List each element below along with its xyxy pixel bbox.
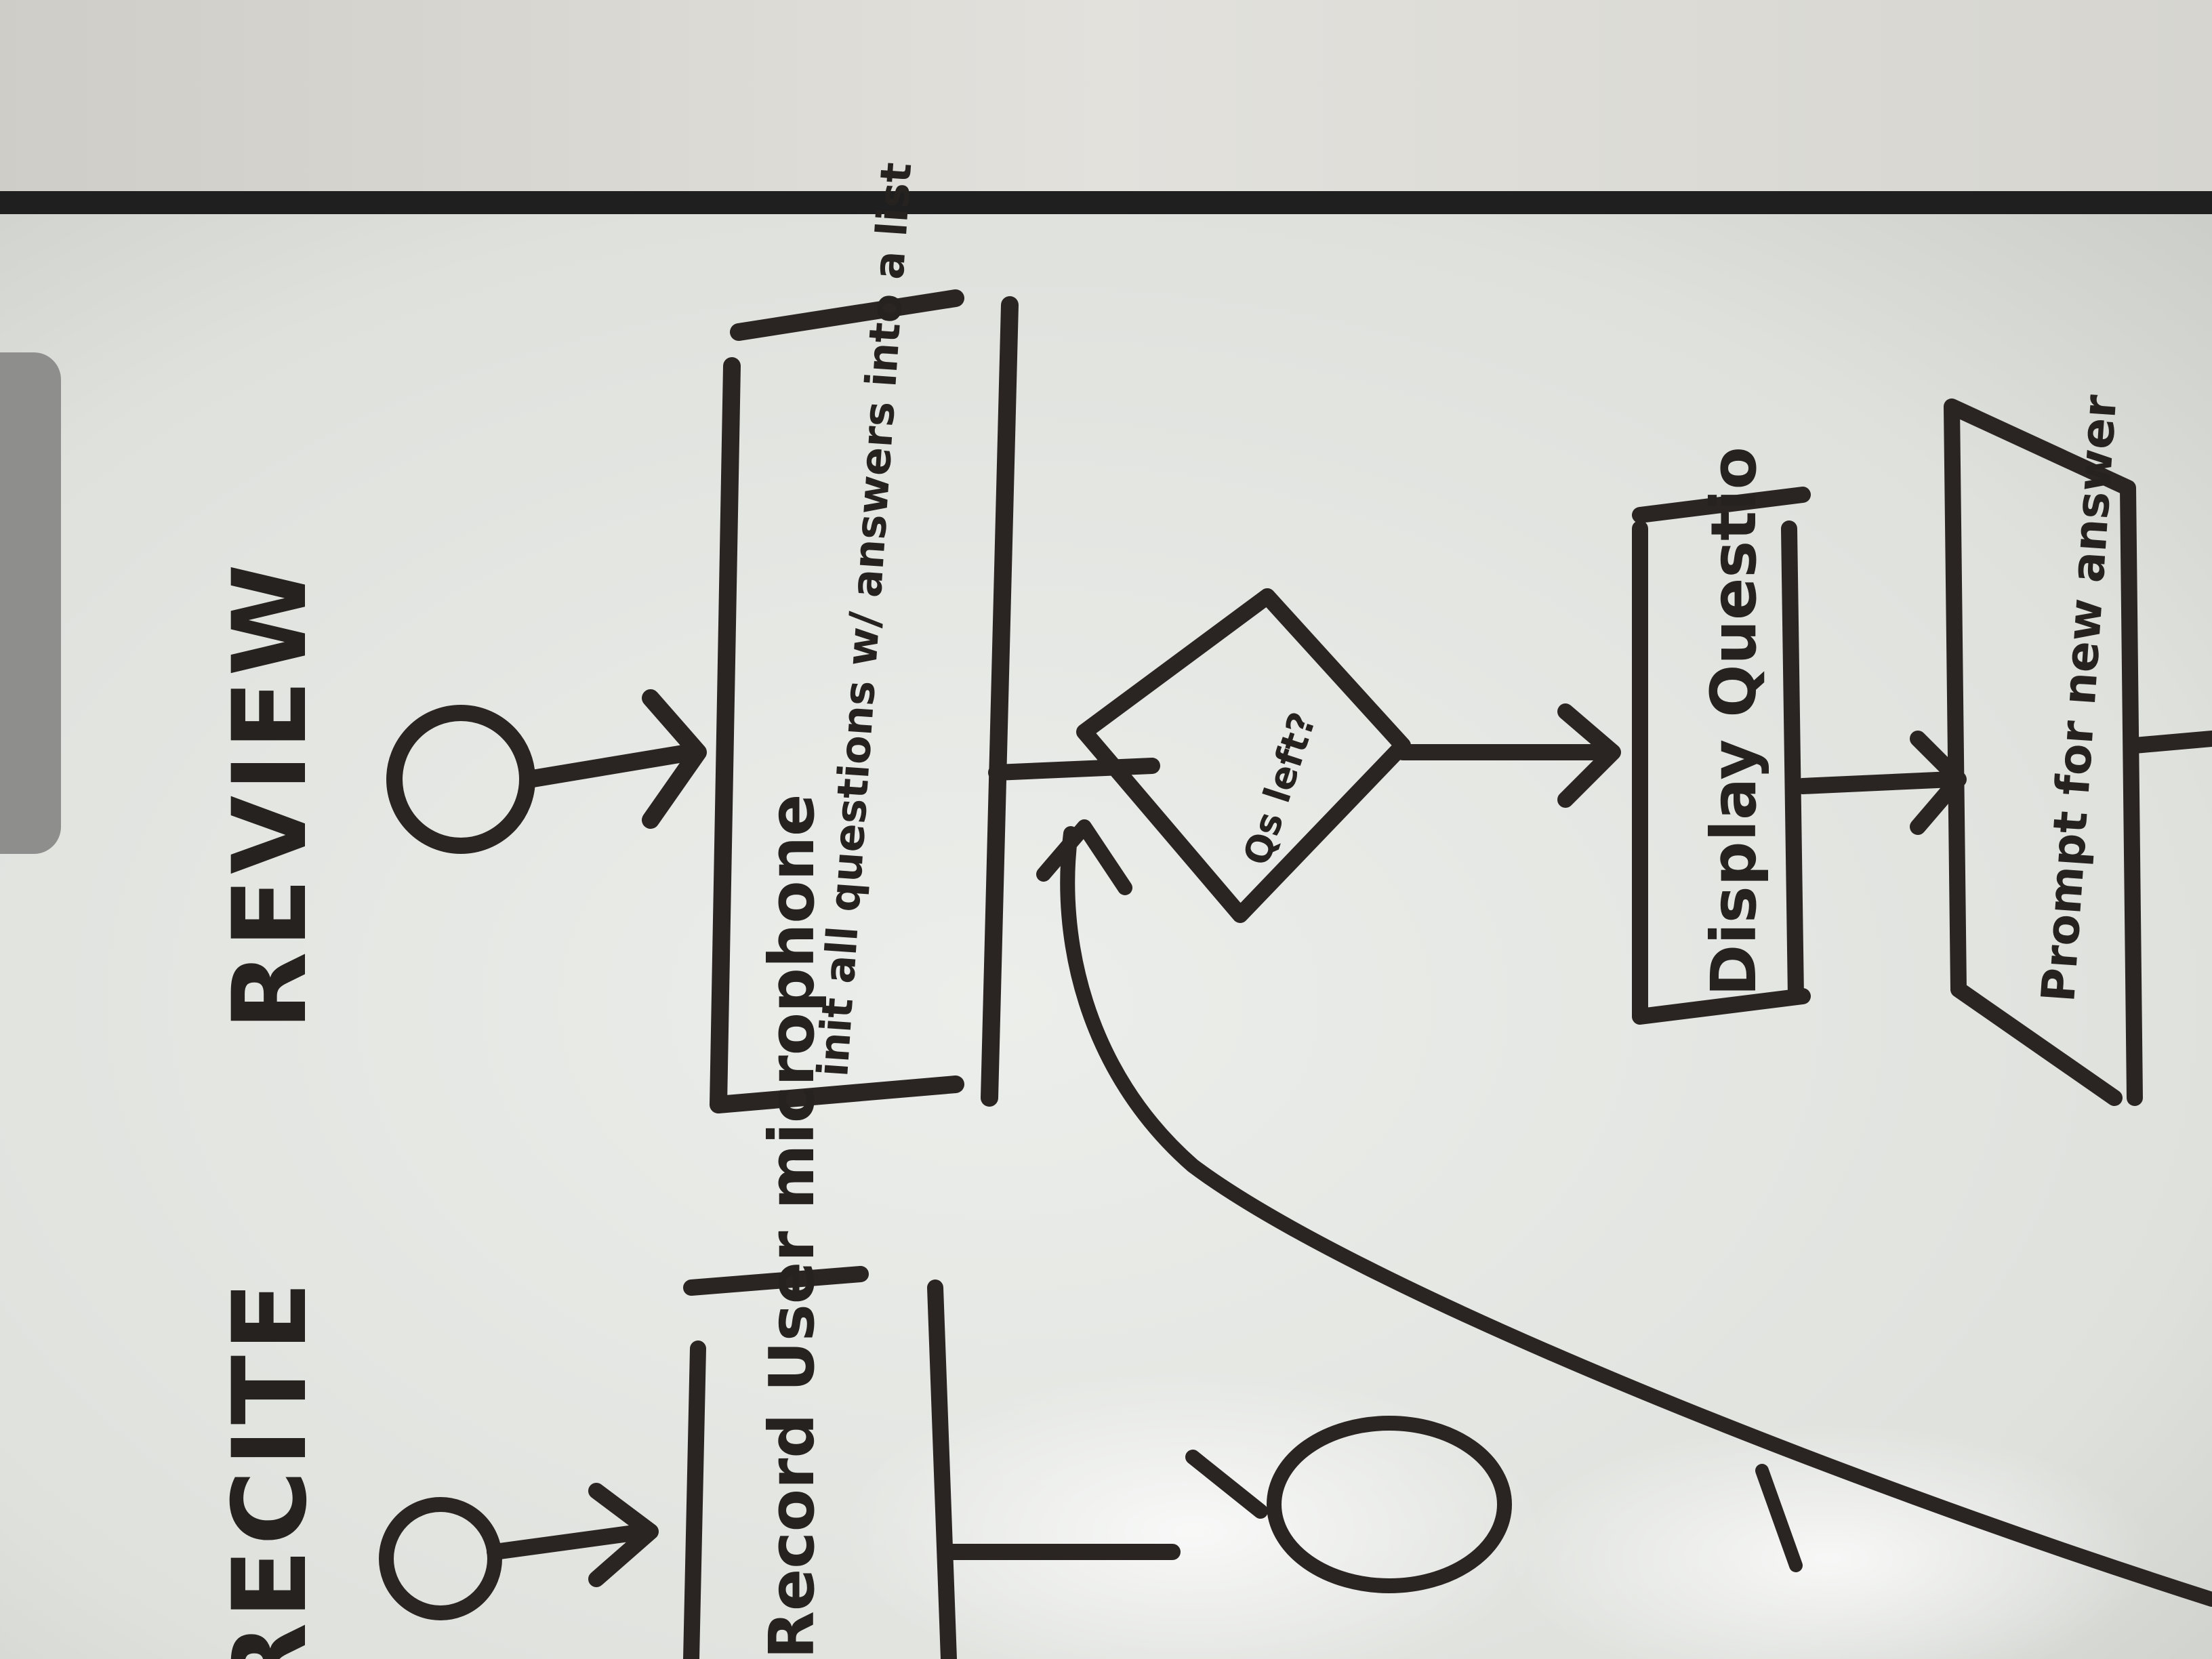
glare-spot — [1504, 1423, 2155, 1659]
recite-connector-circle — [1267, 1416, 1512, 1593]
board-frame — [0, 191, 2212, 214]
io-prompt-shape — [1944, 398, 2143, 1106]
wall — [0, 0, 2212, 203]
process-record-box — [683, 1266, 957, 1659]
marker-tray — [0, 352, 61, 854]
process-display-text: Display Questio — [1698, 447, 1770, 996]
recite-title: RECITE — [211, 1277, 329, 1659]
process-init-box — [710, 289, 1019, 1113]
prompt-exit-line — [2127, 731, 2212, 754]
process-display-box — [1632, 487, 1811, 1025]
process-record-text: Record User microphone — [756, 794, 828, 1659]
recite-connector-arc — [1185, 1450, 1268, 1519]
decision-to-display-arrow — [1395, 703, 1621, 808]
review-title: REVIEW — [211, 560, 329, 1030]
loop-back-curve — [1036, 819, 2212, 1607]
loop-back-tick — [1755, 1464, 1803, 1572]
recite-start-arrow — [487, 1483, 659, 1587]
recite-flowchart: RECITE Record User microphone — [211, 794, 1512, 1659]
review-start-arrow — [520, 689, 707, 829]
init-to-decision-line — [988, 758, 1160, 781]
